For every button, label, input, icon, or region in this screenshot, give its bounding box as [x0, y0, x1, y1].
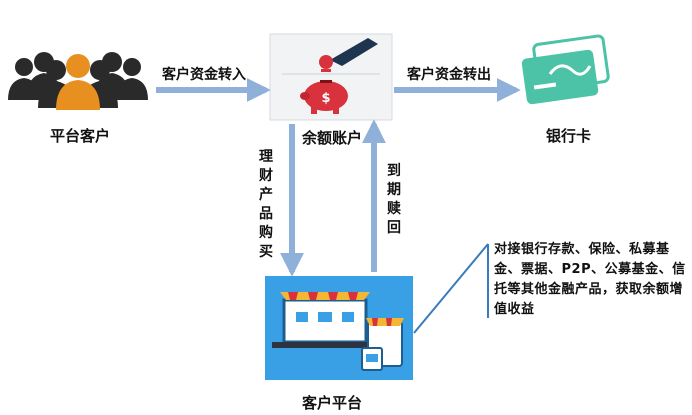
node-label-balance-account: 余额账户 — [302, 129, 363, 147]
bank-card-icon — [521, 34, 610, 105]
shopping-platform-icon — [265, 276, 413, 380]
edge-label-redemption: 到期赎回 — [387, 163, 401, 236]
people-group-icon — [8, 52, 148, 110]
edge-label-purchase: 理财产品购买 — [259, 149, 273, 260]
node-label-bank-card: 银行卡 — [546, 127, 592, 145]
edge-label-funds-out: 客户资金转出 — [407, 67, 491, 83]
node-label-customer-platform: 客户平台 — [302, 394, 363, 412]
note-connector — [413, 243, 489, 334]
edge-label-funds-in: 客户资金转入 — [162, 67, 246, 83]
piggy-bank-icon: $ — [269, 33, 393, 121]
arrows — [156, 78, 521, 277]
note-text: 对接银行存款、保险、私募基金、票据、P2P、公募基金、信托等其他金融产品，获取余… — [494, 242, 686, 317]
node-label-platform-customers: 平台客户 — [50, 127, 111, 145]
piggy-dollar-sign: $ — [321, 91, 330, 106]
